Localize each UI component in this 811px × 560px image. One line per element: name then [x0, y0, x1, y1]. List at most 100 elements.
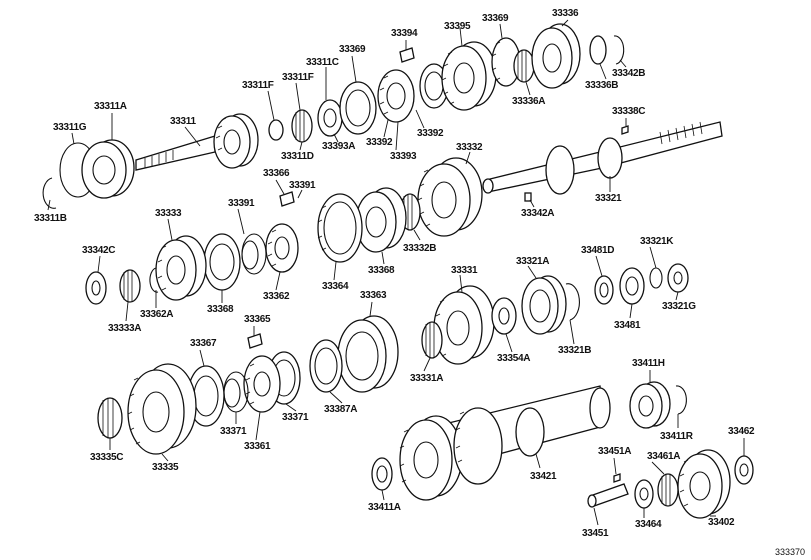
gear-33363: [337, 315, 399, 393]
part-label-33461a: 33461A: [647, 451, 681, 462]
ring-33336b: [589, 35, 607, 65]
part-label-33333a: 33333A: [108, 323, 142, 334]
part-label-33311d: 33311D: [281, 151, 314, 162]
part-label-33411h: 33411H: [632, 358, 665, 369]
part-label-33342c: 33342C: [82, 245, 116, 256]
snap-ring-33321b: [565, 283, 580, 321]
part-label-33387a: 33387A: [324, 404, 358, 415]
hub-33362: [265, 223, 299, 273]
gear-33368b: [203, 233, 241, 291]
part-label-33335c: 33335C: [90, 452, 124, 463]
leader-lines: [47, 19, 745, 526]
part-label-33367: 33367: [190, 338, 217, 349]
bearing-33336a: [513, 49, 535, 83]
bearing-33411a: [371, 457, 393, 491]
bearing-33335c: [97, 397, 123, 439]
snap-ring-33411r: [675, 385, 687, 415]
part-label-33395: 33395: [444, 21, 471, 32]
part-label-33332: 33332: [456, 142, 483, 153]
key-33365: [247, 333, 263, 349]
part-label-33394: 33394: [391, 28, 418, 39]
part-label-33333: 33333: [155, 208, 182, 219]
bearing-33321a: [521, 275, 567, 335]
part-label-33368-a: 33368: [207, 304, 234, 315]
part-label-33421: 33421: [530, 471, 557, 482]
part-label-33321a: 33321A: [516, 256, 550, 267]
part-label-33321: 33321: [595, 193, 622, 204]
bearing-33481: [619, 267, 645, 305]
part-label-33391-b: 33391: [228, 198, 255, 209]
key-33394: [399, 47, 415, 63]
washer-33354a: [491, 297, 517, 335]
washer-33462: [734, 455, 754, 485]
part-label-33393a: 33393A: [322, 141, 356, 152]
part-label-33451a: 33451A: [598, 446, 632, 457]
part-label-33331a: 33331A: [410, 373, 444, 384]
part-label-33402: 33402: [708, 517, 735, 528]
part-label-33311f-b: 33311F: [282, 72, 314, 83]
part-label-33342b: 33342B: [612, 68, 646, 79]
part-label-33321g: 33321G: [662, 301, 696, 312]
hub-33361: [243, 355, 281, 413]
part-label-33311f-a: 33311F: [242, 80, 274, 91]
part-label-33366: 33366: [263, 168, 290, 179]
part-label-33362a: 33362A: [140, 309, 174, 320]
part-label-33369-a: 33369: [339, 44, 366, 55]
hub-33311a: [81, 139, 135, 199]
part-label-33338c: 33338C: [612, 106, 646, 117]
bearing-33311d: [291, 109, 313, 143]
part-label-33311b: 33311B: [34, 213, 67, 224]
figure-code: 333370: [774, 547, 805, 557]
bearing-33333a: [119, 269, 141, 303]
lower-middle-row: [97, 263, 689, 455]
part-label-33411r: 33411R: [660, 431, 693, 442]
nut-33321g: [667, 263, 689, 293]
pin-33451: [587, 483, 629, 508]
part-label-33365: 33365: [244, 314, 271, 325]
part-label-33361: 33361: [244, 441, 271, 452]
counter-shaft-group: [371, 381, 754, 519]
part-label-33331: 33331: [451, 265, 478, 276]
part-label-33411a: 33411A: [368, 502, 401, 513]
part-label-33392-a: 33392: [366, 137, 393, 148]
part-label-33311c: 33311C: [306, 57, 339, 68]
part-label-33481d: 33481D: [581, 245, 615, 256]
part-label-33391-a: 33391: [289, 180, 316, 191]
output-shaft-33321: [482, 121, 723, 202]
part-label-33364: 33364: [322, 281, 349, 292]
sleeve-33364: [317, 193, 363, 263]
part-label-33336: 33336: [552, 8, 579, 19]
part-label-33451: 33451: [582, 528, 609, 539]
gear-33331: [433, 285, 495, 365]
synchro-ring-33369b: [419, 63, 449, 109]
key-33366: [279, 191, 295, 207]
part-label-33342a: 33342A: [521, 208, 555, 219]
part-label-33363: 33363: [360, 290, 387, 301]
gear-33332: [417, 157, 483, 237]
part-label-33321b: 33321B: [558, 345, 592, 356]
part-label-33354a: 33354A: [497, 353, 531, 364]
gear-33369: [491, 37, 521, 87]
input-shaft-assembly: [42, 23, 625, 209]
gear-33333: [155, 235, 207, 301]
part-label-33362: 33362: [263, 291, 290, 302]
part-label-33336b: 33336B: [585, 80, 619, 91]
clutch-hub-33392: [377, 69, 415, 123]
part-label-33371-a: 33371: [220, 426, 247, 437]
ring-33391: [241, 233, 267, 275]
part-label-33332b: 33332B: [403, 243, 437, 254]
ring-33387a: [309, 339, 343, 393]
counter-gear-33421: [399, 385, 611, 501]
part-label-33311g: 33311G: [53, 122, 87, 133]
snap-ring-33342b: [613, 35, 625, 65]
synchro-ring-33369: [339, 81, 377, 135]
ball-33342a: [524, 192, 532, 202]
washer-33342c: [85, 271, 107, 305]
part-label-33371-b: 33371: [282, 412, 309, 423]
part-label-33368-b: 33368: [368, 265, 395, 276]
washer-33464: [634, 479, 654, 509]
gear-33336: [531, 23, 581, 89]
middle-gear-row: [85, 157, 483, 305]
